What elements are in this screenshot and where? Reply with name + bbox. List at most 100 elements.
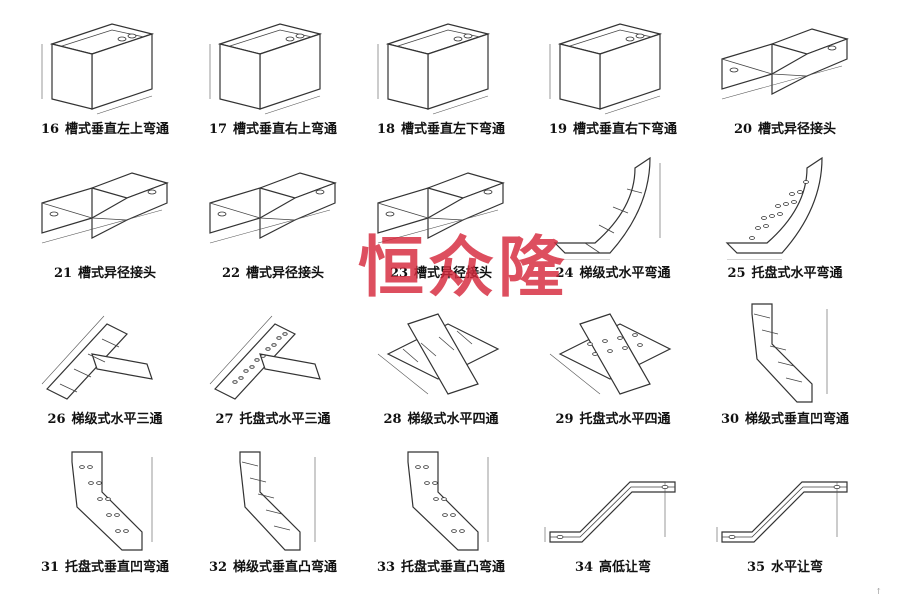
fitting-item-18: 18 槽式垂直左下弯通 bbox=[356, 2, 526, 152]
fitting-caption: 23 槽式异径接头 bbox=[356, 262, 526, 281]
fitting-caption: 20 槽式异径接头 bbox=[700, 118, 870, 137]
fitting-drawing-trough-vertical bbox=[209, 23, 323, 115]
fitting-caption: 21 槽式异径接头 bbox=[20, 262, 190, 281]
fitting-drawing-reducer bbox=[377, 172, 505, 244]
fitting-item-24: 24 梯级式水平弯通 bbox=[528, 146, 698, 296]
fitting-caption: 24 梯级式水平弯通 bbox=[528, 262, 698, 281]
fitting-caption: 17 槽式垂直右上弯通 bbox=[188, 118, 358, 137]
fitting-label: 槽式垂直右下弯通 bbox=[573, 122, 678, 137]
fitting-item-35: 35 水平让弯 bbox=[700, 440, 870, 590]
fitting-number: 28 bbox=[383, 412, 402, 427]
fitting-caption: 25 托盘式水平弯通 bbox=[700, 262, 870, 281]
fitting-drawing-trough-vertical bbox=[41, 23, 155, 115]
fitting-drawing-offset bbox=[716, 481, 848, 543]
fitting-number: 17 bbox=[208, 122, 228, 137]
fitting-number: 32 bbox=[208, 560, 228, 575]
fitting-number: 21 bbox=[53, 266, 73, 281]
fitting-number: 25 bbox=[727, 266, 746, 281]
fitting-label: 槽式异径接头 bbox=[758, 122, 837, 137]
fitting-number: 18 bbox=[376, 122, 396, 137]
fitting-item-30: 30 梯级式垂直凹弯通 bbox=[700, 292, 870, 442]
fitting-label: 梯级式水平弯通 bbox=[579, 266, 671, 281]
fitting-label: 槽式垂直右上弯通 bbox=[233, 122, 338, 137]
fitting-number: 33 bbox=[376, 560, 396, 575]
fitting-label: 槽式异径接头 bbox=[78, 266, 157, 281]
fitting-label: 梯级式水平三通 bbox=[71, 412, 163, 427]
fitting-number: 20 bbox=[733, 122, 753, 137]
fitting-item-16: 16 槽式垂直左上弯通 bbox=[20, 2, 190, 152]
fitting-caption: 26 梯级式水平三通 bbox=[20, 408, 190, 427]
fitting-drawing-tray-tee bbox=[209, 315, 321, 400]
fitting-number: 23 bbox=[389, 266, 409, 281]
fitting-item-34: 34 高低让弯 bbox=[528, 440, 698, 590]
fitting-caption: 22 槽式异径接头 bbox=[188, 262, 358, 281]
fitting-label: 托盘式水平三通 bbox=[239, 412, 331, 427]
fitting-item-29: 29 托盘式水平四通 bbox=[528, 292, 698, 442]
fitting-item-17: 17 槽式垂直右上弯通 bbox=[188, 2, 358, 152]
fitting-drawing-ladder-vertical bbox=[751, 303, 828, 403]
fitting-number: 30 bbox=[720, 412, 740, 427]
fitting-caption: 19 槽式垂直右下弯通 bbox=[528, 118, 698, 137]
fitting-number: 16 bbox=[40, 122, 60, 137]
fitting-number: 22 bbox=[221, 266, 241, 281]
fitting-drawing-reducer bbox=[209, 172, 337, 244]
fitting-number: 34 bbox=[574, 560, 594, 575]
fitting-number: 27 bbox=[215, 412, 234, 427]
fitting-caption: 29 托盘式水平四通 bbox=[528, 408, 698, 427]
corner-mark: ↑ bbox=[875, 587, 882, 596]
fitting-caption: 16 槽式垂直左上弯通 bbox=[20, 118, 190, 137]
fitting-drawing-ladder-vertical bbox=[239, 451, 316, 551]
fitting-drawing-tray-bend bbox=[725, 156, 823, 260]
fitting-caption: 18 槽式垂直左下弯通 bbox=[356, 118, 526, 137]
fitting-drawing-ladder-tee bbox=[41, 315, 153, 400]
fitting-drawing-tray-vertical bbox=[407, 451, 489, 551]
fitting-caption: 35 水平让弯 bbox=[700, 556, 870, 575]
fitting-drawing-trough-vertical bbox=[549, 23, 663, 115]
fitting-label: 槽式垂直左下弯通 bbox=[401, 122, 506, 137]
fitting-caption: 34 高低让弯 bbox=[528, 556, 698, 575]
fitting-number: 31 bbox=[40, 560, 60, 575]
fitting-item-25: 25 托盘式水平弯通 bbox=[700, 146, 870, 296]
fitting-caption: 30 梯级式垂直凹弯通 bbox=[700, 408, 870, 427]
fitting-label: 槽式异径接头 bbox=[246, 266, 325, 281]
fitting-label: 梯级式垂直凹弯通 bbox=[745, 412, 850, 427]
fitting-drawing-ladder-bend bbox=[553, 156, 661, 260]
fitting-label: 托盘式垂直凹弯通 bbox=[65, 560, 170, 575]
fitting-item-19: 19 槽式垂直右下弯通 bbox=[528, 2, 698, 152]
fitting-item-27: 27 托盘式水平三通 bbox=[188, 292, 358, 442]
fitting-label: 托盘式水平四通 bbox=[579, 412, 671, 427]
fitting-item-23: 23 槽式异径接头 bbox=[356, 146, 526, 296]
fitting-item-20: 20 槽式异径接头 bbox=[700, 2, 870, 152]
fitting-label: 槽式异径接头 bbox=[414, 266, 493, 281]
fitting-item-26: 26 梯级式水平三通 bbox=[20, 292, 190, 442]
fitting-drawing-reducer bbox=[721, 28, 849, 100]
fitting-drawing-offset bbox=[544, 481, 676, 543]
fitting-caption: 32 梯级式垂直凸弯通 bbox=[188, 556, 358, 575]
fitting-label: 托盘式水平弯通 bbox=[751, 266, 843, 281]
fitting-item-32: 32 梯级式垂直凸弯通 bbox=[188, 440, 358, 590]
fitting-item-22: 22 槽式异径接头 bbox=[188, 146, 358, 296]
fitting-label: 高低让弯 bbox=[599, 560, 652, 575]
fitting-drawing-reducer bbox=[41, 172, 169, 244]
fitting-drawing-tray-vertical bbox=[71, 451, 153, 551]
fitting-number: 19 bbox=[548, 122, 568, 137]
fitting-label: 槽式垂直左上弯通 bbox=[65, 122, 170, 137]
fitting-number: 29 bbox=[555, 412, 574, 427]
fitting-drawing-ladder-cross bbox=[377, 313, 500, 395]
fitting-drawing-tray-cross bbox=[549, 313, 672, 395]
fitting-number: 35 bbox=[746, 560, 766, 575]
fitting-number: 26 bbox=[47, 412, 66, 427]
fitting-number: 24 bbox=[555, 266, 574, 281]
fitting-label: 水平让弯 bbox=[771, 560, 824, 575]
fitting-item-21: 21 槽式异径接头 bbox=[20, 146, 190, 296]
watermark-text: 恒众隆 bbox=[358, 229, 568, 306]
fitting-label: 梯级式垂直凸弯通 bbox=[233, 560, 338, 575]
fitting-caption: 31 托盘式垂直凹弯通 bbox=[20, 556, 190, 575]
fitting-drawing-trough-vertical bbox=[377, 23, 491, 115]
fitting-item-31: 31 托盘式垂直凹弯通 bbox=[20, 440, 190, 590]
